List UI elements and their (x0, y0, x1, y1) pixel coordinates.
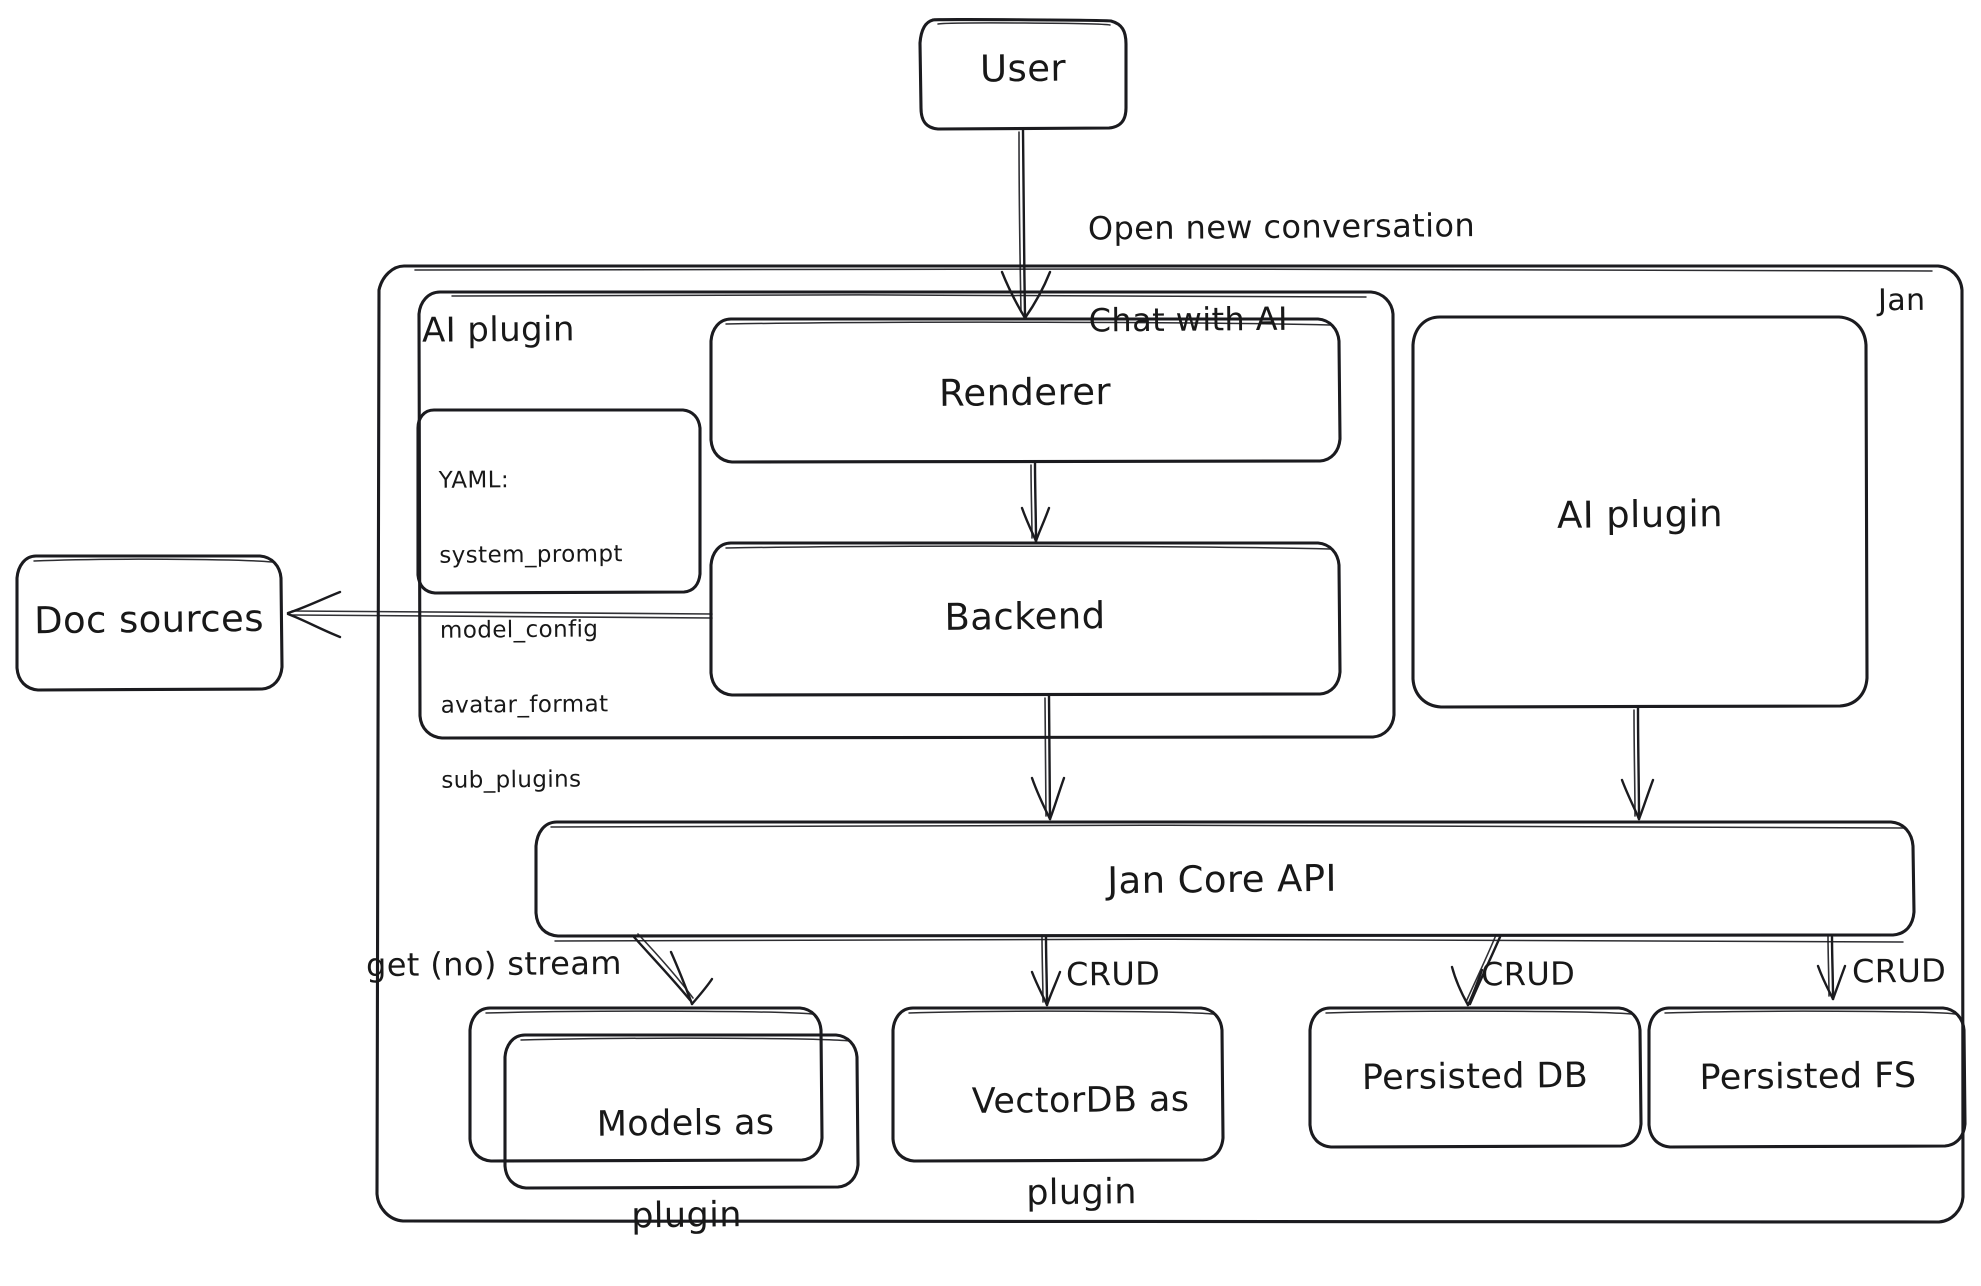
backend-box-shape (709, 541, 1342, 697)
yaml-key-system-prompt: system_prompt (439, 541, 623, 569)
arrow-backend-to-doc-sources (286, 590, 713, 639)
edge-label-core-to-models: get (no) stream (365, 943, 623, 985)
edge-label-core-to-persisted-db: CRUD (1480, 954, 1576, 994)
ai-plugin-box-label: AI plugin (1556, 492, 1724, 537)
models-plugin-box-shape (468, 1006, 860, 1190)
diagram-canvas: User Jan AI plugin YAML: system_prompt m… (15, 18, 1967, 1237)
yaml-header: YAML: (438, 467, 510, 494)
edge-user-renderer-line1: Open new conversation (1087, 206, 1476, 248)
doc-sources-box-shape (15, 554, 284, 692)
persisted-fs-box-shape (1647, 1006, 1967, 1149)
arrow-core-to-persisted-db (1450, 934, 1502, 1007)
jan-container-label: Jan (1877, 282, 1926, 319)
diagram-svg (15, 18, 1967, 1224)
arrow-backend-to-core (1030, 694, 1066, 821)
yaml-key-model-config: model_config (439, 616, 599, 644)
doc-sources-label: Doc sources (33, 596, 265, 643)
models-plugin-line1: Models as (596, 1102, 775, 1145)
yaml-note-shape (416, 408, 702, 595)
arrow-core-to-models (632, 933, 714, 1006)
models-plugin-line2: plugin (630, 1195, 743, 1237)
persisted-fs-label: Persisted FS (1699, 1055, 1917, 1099)
vectordb-plugin-label: VectorDB as plugin (925, 1031, 1191, 1264)
edge-label-core-to-vectordb: CRUD (1065, 954, 1161, 994)
user-label: User (979, 46, 1067, 91)
vectordb-plugin-box-shape (891, 1006, 1225, 1163)
arrow-aiplugin-to-core (1620, 706, 1655, 821)
edge-label-user-to-renderer: Open new conversation Chat with AI (1045, 156, 1476, 390)
edge-user-renderer-line2: Chat with AI (1088, 299, 1289, 340)
vectordb-plugin-line2: plugin (1025, 1172, 1138, 1214)
jan-core-api-label: Jan Core API (1107, 856, 1337, 903)
ai-plugin-group-shape (417, 290, 1396, 740)
vectordb-plugin-line1: VectorDB as (971, 1079, 1190, 1122)
ai-plugin-box-shape (1411, 315, 1869, 709)
user-box-shape (918, 18, 1128, 131)
yaml-key-avatar-format: avatar_format (440, 691, 609, 719)
persisted-db-label: Persisted DB (1361, 1055, 1589, 1099)
edge-label-core-to-persisted-fs: CRUD (1851, 951, 1947, 991)
arrow-core-to-persisted-fs (1816, 934, 1847, 1001)
arrow-renderer-to-backend (1020, 461, 1051, 543)
ai-plugin-group-label: AI plugin (421, 309, 576, 351)
yaml-key-sub-plugins: sub_plugins (441, 766, 582, 794)
jan-core-api-box-shape (534, 820, 1916, 943)
renderer-box-shape (709, 317, 1342, 464)
backend-label: Backend (944, 594, 1106, 639)
yaml-note-text: YAML: system_prompt model_config avatar_… (438, 417, 625, 844)
arrow-core-to-vectordb (1030, 934, 1062, 1007)
arrow-user-to-renderer (1000, 128, 1052, 320)
models-plugin-label: Models as plugin (550, 1054, 776, 1286)
jan-container-shape (375, 264, 1965, 1224)
persisted-db-box-shape (1308, 1006, 1643, 1149)
